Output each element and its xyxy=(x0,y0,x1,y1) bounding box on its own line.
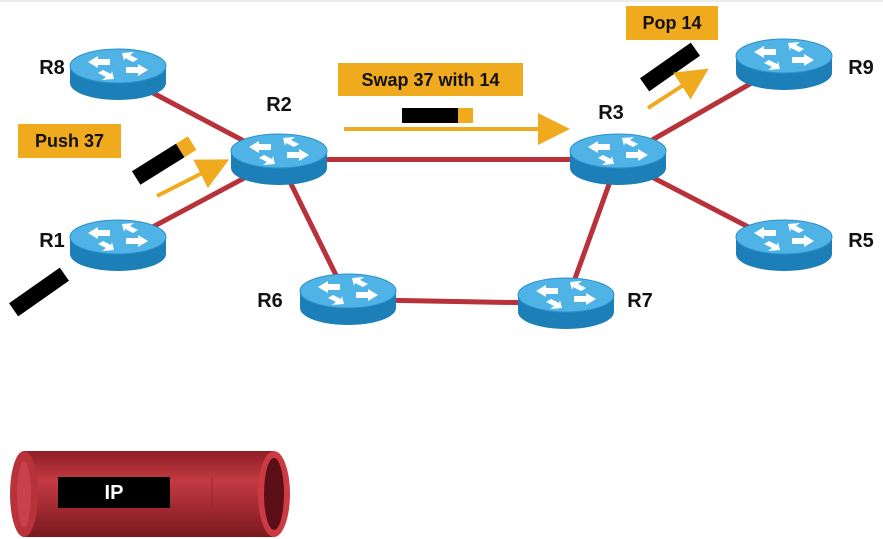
router-arrows-icon xyxy=(754,223,814,251)
arrow-glyph xyxy=(88,56,110,68)
router-r9 xyxy=(735,38,833,90)
router-label-r2: R2 xyxy=(266,94,292,116)
arrow-glyph xyxy=(352,277,368,287)
unlabeled-packet xyxy=(640,42,700,92)
router-label-r8: R8 xyxy=(39,57,65,79)
arrow-glyph xyxy=(88,227,110,239)
router-top xyxy=(69,219,167,255)
router-r8 xyxy=(69,48,167,100)
push-arrow xyxy=(156,159,230,198)
arrow-glyph xyxy=(788,223,804,233)
arrow-glyph xyxy=(598,155,614,165)
arrow-glyph xyxy=(792,235,814,247)
arrow-glyph xyxy=(126,235,148,247)
arrow-glyph xyxy=(570,281,586,291)
tunnel-opening xyxy=(264,458,284,530)
pop-operation: Pop 14 xyxy=(626,6,718,110)
router-r3 xyxy=(569,133,667,185)
arrow-glyph xyxy=(574,293,596,305)
router-label-r9: R9 xyxy=(848,57,874,79)
router-top xyxy=(517,277,615,313)
arrow-glyph xyxy=(249,141,271,153)
router-label-r3: R3 xyxy=(598,102,624,124)
arrow-glyph xyxy=(792,54,814,66)
router-arrows-icon xyxy=(588,137,648,165)
router-arrows-icon xyxy=(88,223,148,251)
router-top xyxy=(230,133,328,169)
push-label: Push 37 xyxy=(35,131,104,151)
router-label-r1: R1 xyxy=(39,230,65,252)
arrow-glyph xyxy=(98,70,114,80)
arrow-glyph xyxy=(754,227,776,239)
packet-with-label-37 xyxy=(131,136,197,185)
arrow-glyph xyxy=(283,137,299,147)
arrow-glyph xyxy=(588,141,610,153)
router-r1 xyxy=(69,219,167,271)
label-14-segment xyxy=(458,108,473,123)
router-top xyxy=(569,133,667,169)
router-arrows-icon xyxy=(536,281,596,309)
arrow-glyph xyxy=(122,52,138,62)
arrow-glyph xyxy=(287,149,309,161)
arrow-glyph xyxy=(356,289,378,301)
arrow-glyph xyxy=(536,285,558,297)
arrow-glyph xyxy=(122,223,138,233)
arrow-glyph xyxy=(764,60,780,70)
swap-label-box xyxy=(338,63,523,96)
arrow-glyph xyxy=(98,241,114,251)
arrow-glyph xyxy=(788,42,804,52)
router-label-r7: R7 xyxy=(627,290,653,312)
router-top xyxy=(69,48,167,84)
arrow-glyph xyxy=(126,64,148,76)
swap-operation: Swap 37 with 14 xyxy=(338,63,570,145)
ip-tunnel: IP xyxy=(10,451,290,537)
router-top xyxy=(735,219,833,255)
router-arrows-icon xyxy=(249,137,309,165)
packet-body xyxy=(640,42,700,92)
router-r2 xyxy=(230,133,328,185)
arrow-glyph xyxy=(318,281,340,293)
packet-body xyxy=(9,267,69,317)
label-37-segment xyxy=(176,136,197,158)
router-label-r5: R5 xyxy=(848,230,874,252)
packet-body xyxy=(131,143,185,185)
router-r7 xyxy=(517,277,615,329)
ip-packet xyxy=(58,477,170,508)
links-layer xyxy=(116,62,786,306)
pop-label: Pop 14 xyxy=(642,13,701,33)
router-r5 xyxy=(735,219,833,271)
swap-label: Swap 37 with 14 xyxy=(361,70,499,90)
arrow-glyph xyxy=(626,149,648,161)
packet-body xyxy=(402,108,458,123)
arrow-glyph xyxy=(622,137,638,147)
router-label-r6: R6 xyxy=(257,290,283,312)
router-r6 xyxy=(299,273,397,325)
push-operation: Push 37 xyxy=(18,124,230,198)
arrow-glyph xyxy=(259,155,275,165)
arrow-glyph xyxy=(764,241,780,251)
pop-arrow xyxy=(646,68,709,110)
arrow-glyph xyxy=(546,299,562,309)
tunnel-left-highlight xyxy=(17,461,31,527)
router-arrows-icon xyxy=(318,277,378,305)
router-arrows-icon xyxy=(88,52,148,80)
arrow-glyph xyxy=(328,295,344,305)
pop-label-box xyxy=(626,6,718,40)
arrow-glyph xyxy=(754,46,776,58)
router-top xyxy=(299,273,397,309)
router-arrows-icon xyxy=(754,42,814,70)
ip-label: IP xyxy=(105,482,124,504)
router-top xyxy=(735,38,833,74)
incoming-ip-packet xyxy=(9,267,69,317)
push-label-box xyxy=(18,124,121,158)
